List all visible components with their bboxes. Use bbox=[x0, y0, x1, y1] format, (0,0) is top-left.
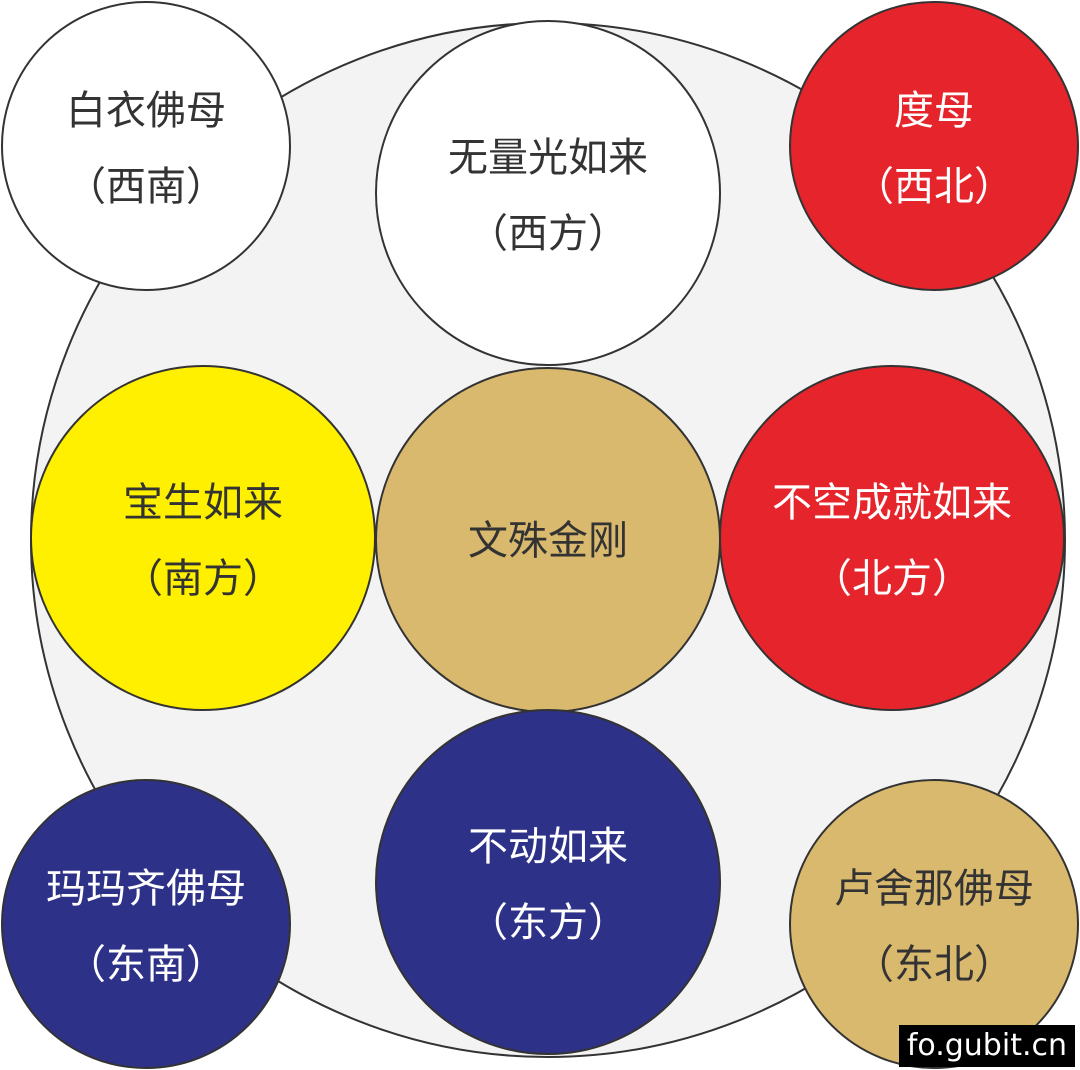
deity-name-north: 不空成就如来 bbox=[772, 480, 1012, 526]
deity-name-east: 不动如来 bbox=[468, 824, 628, 870]
deity-direction-south: （南方） bbox=[123, 556, 283, 602]
deity-name-west: 无量光如来 bbox=[448, 135, 648, 181]
deity-name-south: 宝生如来 bbox=[123, 480, 283, 526]
watermark: fo.gubit.cn bbox=[898, 1025, 1075, 1067]
deity-direction-southeast: （东南） bbox=[66, 942, 226, 988]
deity-name-northwest: 度母 bbox=[894, 88, 974, 134]
deity-circle-west bbox=[375, 20, 721, 366]
deity-circle-east bbox=[375, 709, 721, 1055]
deity-circle-northwest bbox=[789, 1, 1079, 291]
deity-circle-south bbox=[30, 365, 376, 711]
deity-name-northeast: 卢舍那佛母 bbox=[834, 866, 1034, 912]
deity-circle-northeast bbox=[789, 779, 1079, 1069]
deity-name-southeast: 玛玛齐佛母 bbox=[46, 866, 246, 912]
deity-direction-northeast: （东北） bbox=[854, 942, 1014, 988]
deity-circle-southeast bbox=[1, 779, 291, 1069]
deity-circle-southwest bbox=[1, 1, 291, 291]
deity-name-southwest: 白衣佛母 bbox=[66, 88, 226, 134]
deity-direction-west: （西方） bbox=[468, 211, 628, 257]
deity-direction-southwest: （西南） bbox=[66, 164, 226, 210]
deity-direction-northwest: （西北） bbox=[854, 164, 1014, 210]
deity-direction-north: （北方） bbox=[812, 556, 972, 602]
deity-name-center: 文殊金刚 bbox=[468, 518, 628, 564]
deity-direction-east: （东方） bbox=[468, 900, 628, 946]
deity-circle-north bbox=[719, 365, 1065, 711]
